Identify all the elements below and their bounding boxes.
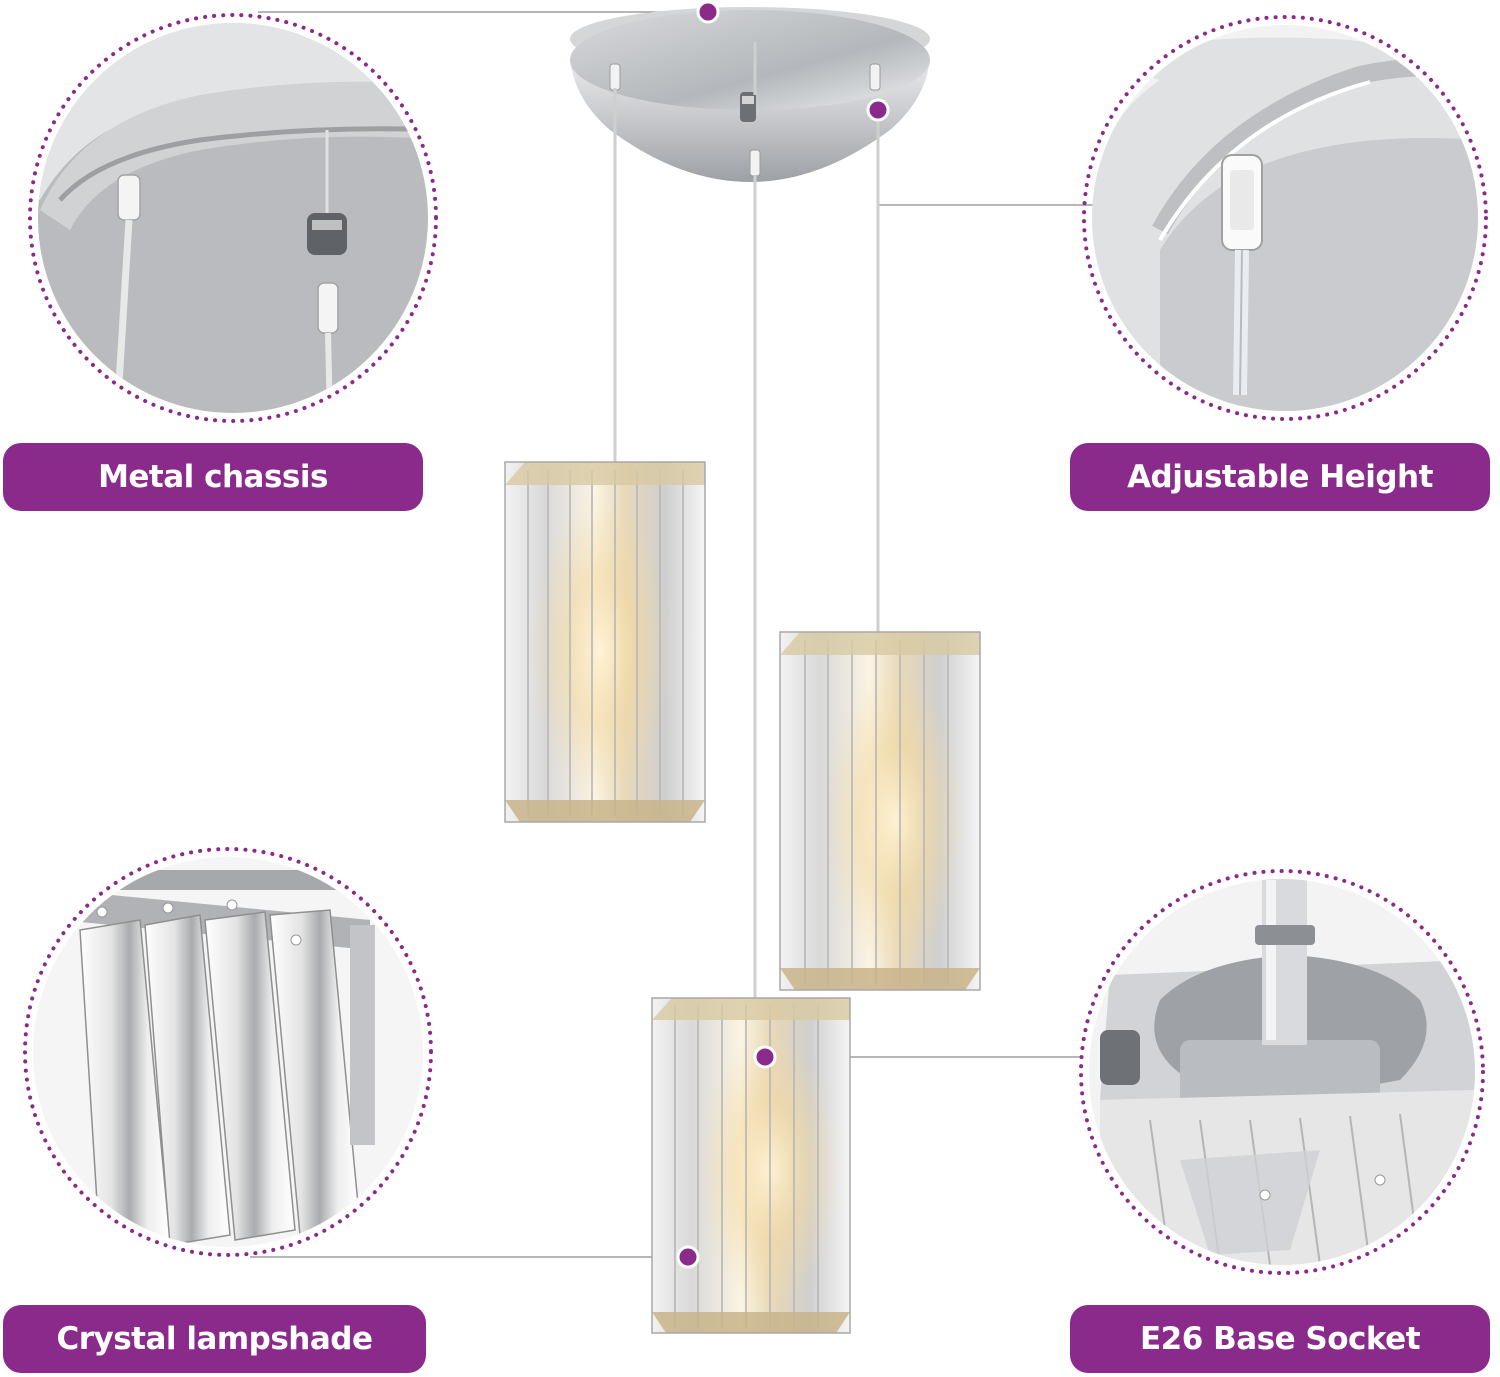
label-metal-chassis: Metal chassis: [3, 443, 423, 511]
pendant-shade-1: [504, 461, 706, 823]
detail-circle-crystal-lampshade: [23, 847, 433, 1257]
label-e26-base-socket: E26 Base Socket: [1070, 1305, 1490, 1373]
callout-dots: [676, 0, 890, 1269]
label-crystal-lampshade: Crystal lampshade: [3, 1305, 426, 1373]
pendant-shade-3: [651, 997, 851, 1334]
label-adjustable-height: Adjustable Height: [1070, 443, 1490, 511]
detail-circle-metal-chassis: [28, 13, 438, 423]
detail-circle-adjustable-height: [1082, 15, 1488, 421]
pendant-shade-2: [779, 631, 981, 991]
detail-circle-e26-socket: [1079, 869, 1485, 1275]
pendant-light-fixture: [504, 7, 981, 1334]
